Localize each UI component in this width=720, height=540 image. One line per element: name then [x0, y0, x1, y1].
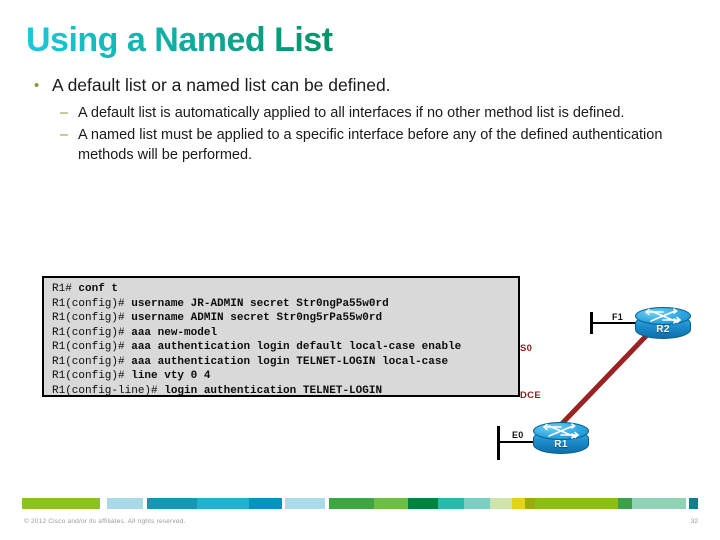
footer-bar-segment: [325, 498, 329, 509]
page-title: Using a Named List: [26, 21, 333, 59]
code-command: aaa authentication login TELNET-LOGIN lo…: [124, 355, 449, 368]
footer-bar-segment: [281, 498, 286, 509]
code-command: conf t: [71, 283, 119, 295]
footer-bar-segment: [489, 498, 513, 509]
code-line: R1# conf t: [52, 282, 518, 297]
footer-bar-segment: [631, 498, 686, 509]
footer-bar-segment: [534, 498, 619, 509]
bullet-text: A default list or a named list can be de…: [52, 75, 391, 95]
code-command: line vty 0 4: [124, 370, 211, 382]
page-number: 32: [690, 518, 698, 525]
code-prompt: R1(config)#: [52, 341, 125, 353]
cli-code-block: R1# conf t R1(config)# username JR-ADMIN…: [42, 276, 520, 397]
code-line: R1(config)# aaa new-model: [52, 326, 518, 341]
code-line: R1(config)# username ADMIN secret Str0ng…: [52, 311, 518, 326]
code-prompt: R1(config-line)#: [52, 384, 158, 397]
router-arrows-icon: [542, 423, 580, 439]
footer-bar-segment: [689, 498, 698, 509]
router-arrows-icon: [644, 308, 682, 324]
footer-bar-segment: [285, 498, 326, 509]
bullet-item-3: – A named list must be applied to a spec…: [26, 125, 692, 165]
footer-bar-segment: [463, 498, 490, 509]
footer-bar-segment: [328, 498, 374, 509]
footer-bar-segment: [106, 498, 144, 509]
code-command: username JR-ADMIN secret Str0ngPa55w0rd: [124, 297, 389, 310]
r2-lan-stub-link: [590, 322, 638, 324]
code-line: R1(config)# aaa authentication login def…: [52, 340, 518, 355]
code-command: aaa new-model: [124, 326, 218, 339]
code-prompt: R1(config)#: [52, 312, 125, 324]
router-icon-r2: R2: [635, 307, 691, 341]
code-line: R1(config-line)# login authentication TE…: [52, 384, 518, 399]
footer-bar-segment: [685, 498, 690, 509]
code-prompt: R1(config)#: [52, 355, 125, 368]
footer-bar-segment: [22, 498, 100, 509]
router-label-r1: R1: [554, 439, 568, 450]
serial-label-dce: DCE: [520, 390, 541, 401]
footer-bar-segment: [408, 498, 438, 509]
code-prompt: R1(config)#: [52, 326, 125, 339]
code-line: R1(config)# line vty 0 4: [52, 369, 518, 384]
footer-bar-segment: [512, 498, 525, 509]
r1-lan-stub-link: [497, 441, 537, 443]
bullet-marker: •: [34, 77, 40, 94]
footer-bar-segment: [143, 498, 147, 509]
router-icon-r1: R1: [533, 422, 589, 456]
code-line: R1(config)# aaa authentication login TEL…: [52, 355, 518, 370]
bullet-marker: –: [60, 105, 69, 121]
bullet-item-2: – A default list is automatically applie…: [26, 103, 692, 123]
footer-bar-segment: [249, 498, 282, 509]
code-command: aaa authentication login default local-c…: [124, 341, 462, 353]
footer-bar-segment: [618, 498, 632, 509]
footer-bar-segment: [100, 498, 107, 509]
footer-bar-segment: [146, 498, 198, 509]
copyright-text: © 2012 Cisco and/or its affiliates. All …: [24, 518, 186, 525]
interface-label-e0: E0: [512, 430, 524, 440]
footer-bar-segment: [373, 498, 409, 509]
bullet-list: • A default list or a named list can be …: [26, 74, 692, 167]
code-prompt: R1(config)#: [52, 297, 125, 310]
code-command: login authentication TELNET-LOGIN: [157, 384, 383, 397]
network-topology-diagram: F1 E0 S0 DCE R2: [480, 290, 720, 490]
bullet-text: A named list must be applied to a specif…: [78, 127, 663, 163]
code-prompt: R1#: [52, 283, 72, 295]
footer-bar-segment: [437, 498, 464, 509]
footer-bar-segment: [524, 498, 535, 509]
r1-lan-stub-vertical: [497, 426, 500, 460]
bullet-text: A default list is automatically applied …: [78, 105, 625, 121]
footer-bar-segment: [197, 498, 250, 509]
code-prompt: R1(config)#: [52, 370, 125, 382]
footer-color-bar: [22, 498, 698, 509]
code-line: R1(config)# username JR-ADMIN secret Str…: [52, 297, 518, 312]
serial-link-line: [549, 331, 651, 437]
bullet-marker: –: [60, 127, 69, 143]
bullet-item-1: • A default list or a named list can be …: [26, 74, 692, 97]
code-command: username ADMIN secret Str0ng5rPa55w0rd: [124, 312, 383, 324]
interface-label-f1: F1: [612, 312, 623, 322]
router-label-r2: R2: [656, 324, 670, 335]
serial-label-s0: S0: [520, 343, 533, 354]
